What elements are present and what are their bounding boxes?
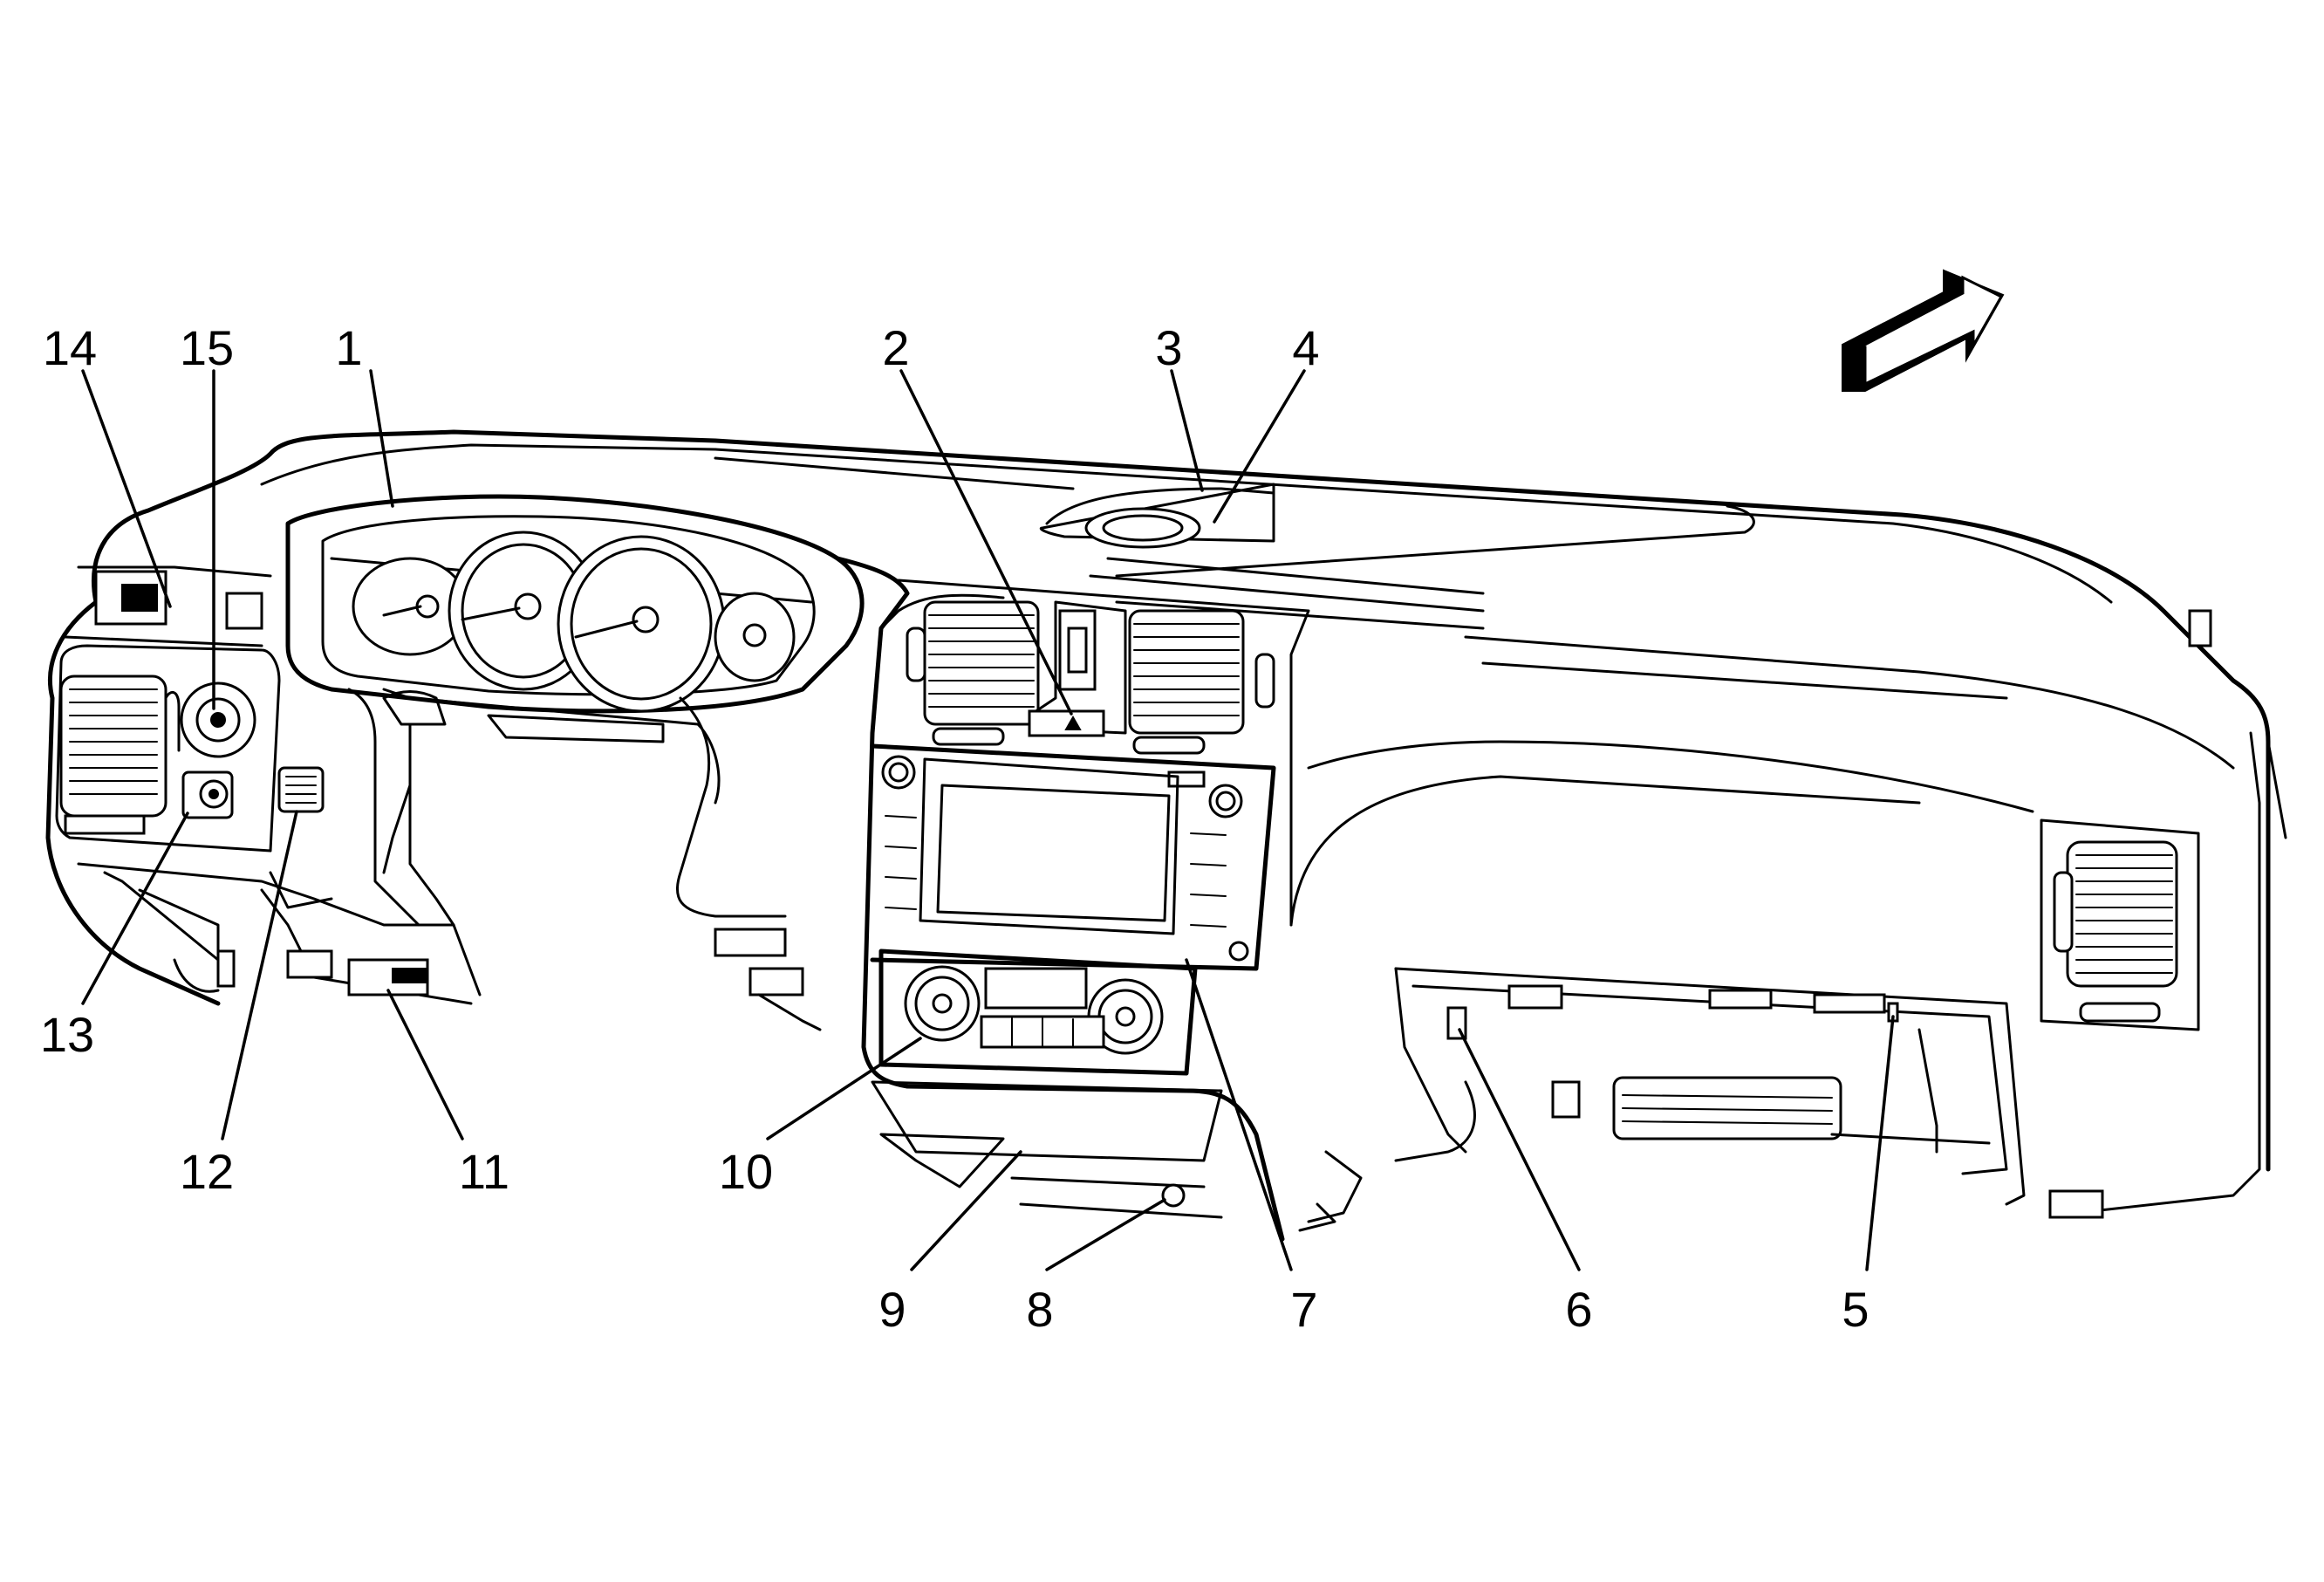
callout-9: 9 [878, 1282, 906, 1337]
leader-10 [766, 1037, 922, 1140]
hvac-right-knob-icon [1087, 978, 1164, 1055]
right-outlet [2040, 818, 2200, 1031]
leader-3 [1170, 369, 1204, 492]
hvac-left-knob-icon [904, 965, 981, 1042]
radio-preset-buttons-right [1190, 832, 1227, 928]
center-defroster-and-sensor [714, 456, 1485, 595]
radio-preset-buttons-left [885, 815, 917, 910]
leader-12 [221, 810, 298, 1140]
callout-13: 13 [40, 1007, 94, 1062]
leader-lines [81, 369, 1895, 1271]
leader-6 [1458, 1028, 1581, 1271]
leader-4 [1213, 369, 1306, 524]
leader-9 [910, 1150, 1022, 1271]
center-stack [835, 556, 1310, 1242]
glove-box-area [1289, 740, 2104, 1232]
leader-8 [1045, 1198, 1166, 1271]
instrument-cluster [285, 494, 865, 714]
steering-column-opening [382, 688, 822, 1031]
leader-11 [386, 989, 464, 1140]
leader-14 [81, 369, 172, 608]
left-outlet-and-switch-bezel [55, 644, 325, 853]
leader-2 [899, 369, 1073, 716]
callout-15: 15 [180, 320, 234, 375]
leader-13 [81, 812, 189, 1005]
leader-5 [1865, 1015, 1895, 1271]
center-right-vent-louvers [1133, 623, 1240, 716]
callout-1: 1 [335, 320, 362, 375]
callout-2: 2 [882, 320, 909, 375]
callout-5: 5 [1842, 1282, 1869, 1337]
callout-labels: 1 2 3 4 5 6 7 8 9 10 11 12 13 14 15 [40, 320, 1869, 1337]
leader-7 [1185, 958, 1293, 1271]
callout-3: 3 [1155, 320, 1182, 375]
right-vent-louvers [2075, 854, 2173, 974]
callout-10: 10 [719, 1144, 773, 1199]
callout-11: 11 [459, 1144, 509, 1199]
callout-4: 4 [1292, 320, 1319, 375]
callout-6: 6 [1565, 1282, 1592, 1337]
center-left-vent-louvers [928, 614, 1035, 708]
left-vent-louvers [69, 688, 158, 795]
callout-7: 7 [1290, 1282, 1317, 1337]
forward-direction-arrow-icon [1842, 269, 2005, 392]
leader-1 [369, 369, 394, 508]
callout-8: 8 [1026, 1282, 1053, 1337]
instrument-panel-assembly [45, 429, 2287, 1215]
callout-12: 12 [180, 1144, 234, 1199]
callout-14: 14 [43, 320, 97, 375]
